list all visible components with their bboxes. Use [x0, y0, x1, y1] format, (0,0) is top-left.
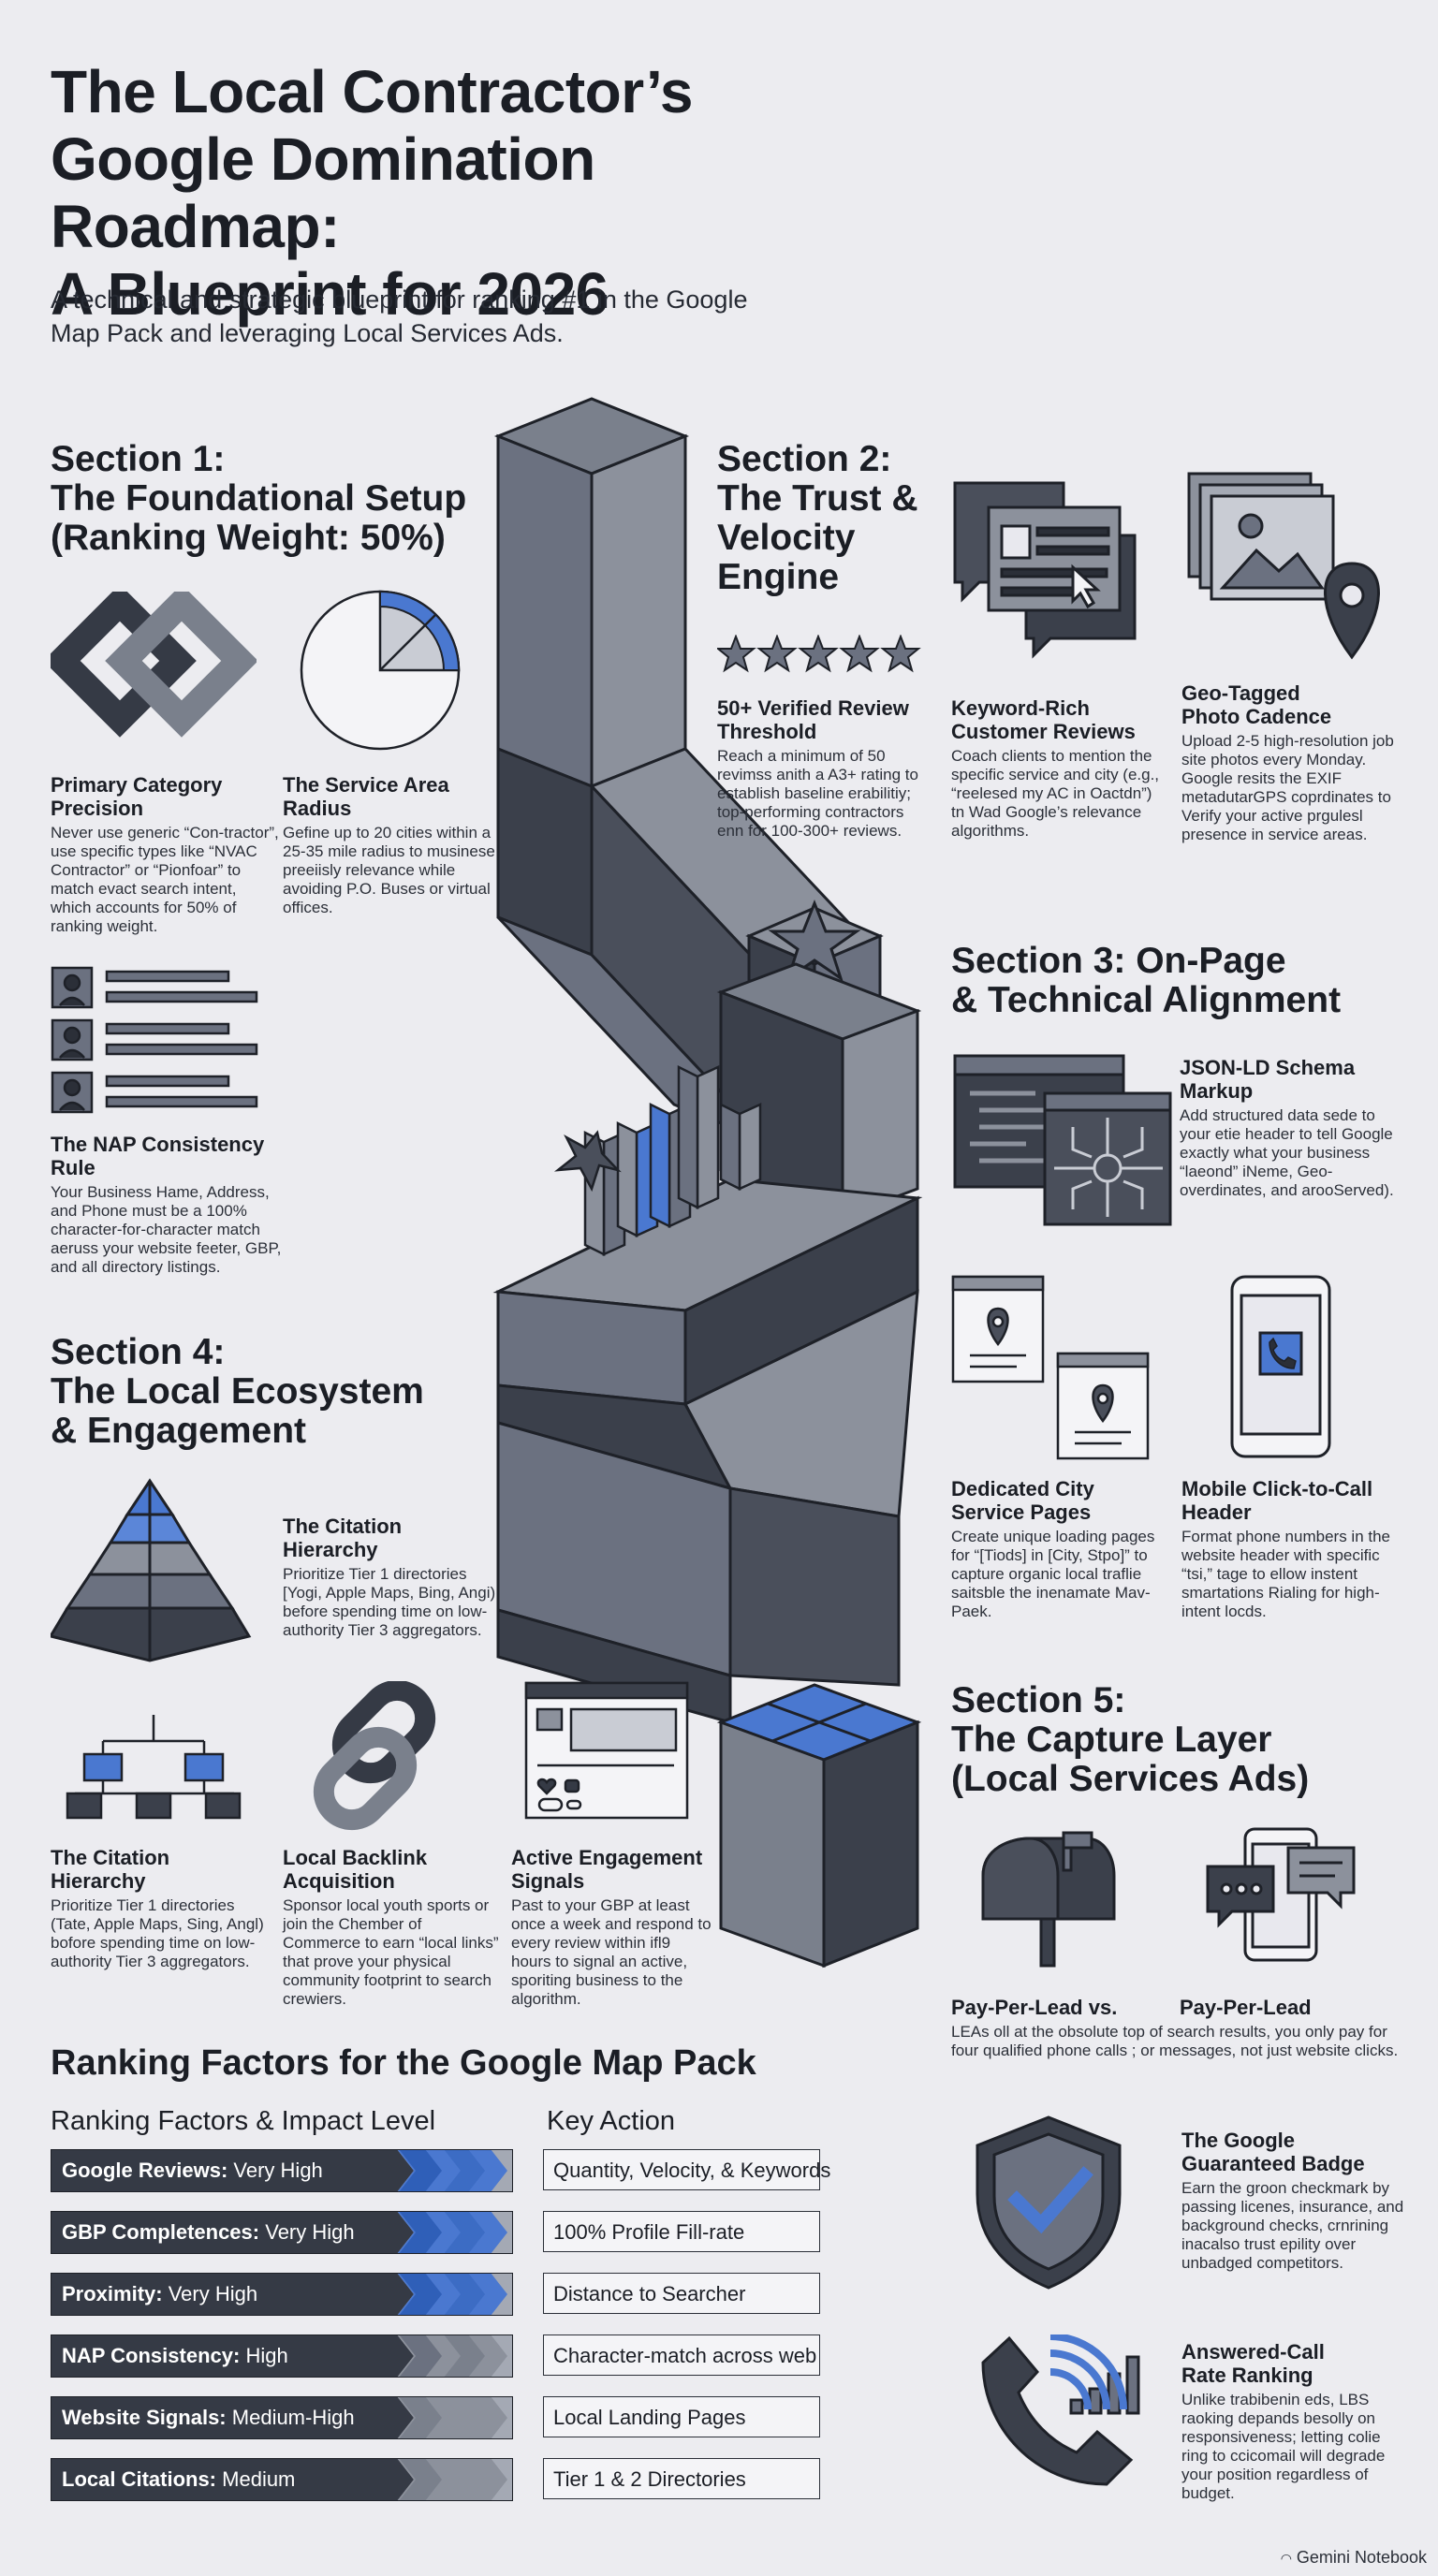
ranking-key-action: Character-match across web: [543, 2334, 820, 2376]
ranking-factor-level: High: [245, 2344, 288, 2367]
ranking-factor-level: Very High: [265, 2220, 355, 2244]
phone-signal-icon: [981, 2334, 1140, 2486]
mobile-phone-icon: [1230, 1275, 1331, 1458]
ranking-factor-name: Proximity:: [62, 2282, 163, 2305]
ranking-factor-level: Very High: [233, 2159, 323, 2182]
guaranteed-shield-icon: [976, 2115, 1122, 2290]
org-chart-icon: [66, 1715, 242, 1820]
ranking-factor-name: Local Citations:: [62, 2467, 217, 2491]
ranking-factor-label: GBP Completences: Very High: [62, 2211, 355, 2254]
chat-phone-icon: [1206, 1827, 1356, 1962]
ranking-factor-level: Medium-High: [231, 2406, 355, 2429]
page-title: The Local Contractor’s Google Domination…: [51, 58, 694, 328]
ranking-table-header-action: Key Action: [547, 2106, 676, 2136]
ranking-key-action: 100% Profile Fill-rate: [543, 2211, 820, 2252]
ranking-factor-label: Website Signals: Medium-High: [62, 2396, 355, 2439]
feature-pay-per-lead: Pay-Per-Lead vs. Pay-Per-Lead LEAs oll a…: [951, 1996, 1399, 2059]
nap-list-icon: [51, 966, 258, 1114]
section3-title: Section 3: On-Page & Technical Alignment: [951, 941, 1342, 1020]
ranking-key-action: Quantity, Velocity, & Keywords: [543, 2149, 830, 2190]
linked-diamonds-icon: [51, 592, 257, 738]
ranking-factor-name: GBP Completences:: [62, 2220, 260, 2244]
section2-title: Section 2: The Trust & Velocity Engine: [717, 439, 918, 597]
geo-tagged-photo-icon: [1187, 472, 1380, 660]
ranking-factor-name: NAP Consistency:: [62, 2344, 241, 2367]
ranking-key-action: Local Landing Pages: [543, 2396, 820, 2437]
section5-title: Section 5: The Capture Layer (Local Serv…: [951, 1680, 1310, 1799]
ranking-factor-level: Very High: [168, 2282, 258, 2305]
five-star-rating-icon: [717, 635, 921, 673]
ranking-factor-name: Website Signals:: [62, 2406, 227, 2429]
ranking-table-row: NAP Consistency: High Character-match acr…: [51, 2334, 822, 2378]
isometric-path-illustration: [492, 397, 923, 1969]
ranking-factor-level: Medium: [222, 2467, 296, 2491]
page-subtitle: A technical and strategic blueprint for …: [51, 285, 748, 347]
mailbox-icon: [981, 1831, 1116, 1968]
chain-link-icon: [313, 1681, 436, 1831]
ranking-key-action: Tier 1 & 2 Directories: [543, 2458, 820, 2499]
ranking-table-row: Website Signals: Medium-High Local Landin…: [51, 2396, 822, 2439]
ranking-key-action: Distance to Searcher: [543, 2273, 820, 2314]
code-schema-icon: [953, 1054, 1172, 1226]
ranking-table-title: Ranking Factors for the Google Map Pack: [51, 2043, 756, 2083]
pyramid-icon: [51, 1478, 252, 1662]
footer-brand: ◠ Gemini Notebook: [1280, 2548, 1427, 2567]
review-document-icon: [953, 481, 1137, 659]
engagement-window-icon: [524, 1681, 689, 1820]
ranking-table-row: Proximity: Very High Distance to Searcher: [51, 2273, 822, 2316]
ranking-factor-name: Google Reviews:: [62, 2159, 228, 2182]
ranking-table-row: GBP Completences: Very High 100% Profile …: [51, 2211, 822, 2254]
ranking-factor-label: Local Citations: Medium: [62, 2458, 295, 2501]
ranking-table-row: Local Citations: Medium Tier 1 & 2 Direct…: [51, 2458, 822, 2501]
section1-title: Section 1: The Foundational Setup (Ranki…: [51, 439, 467, 558]
brand-logo-icon: ◠: [1280, 2551, 1292, 2566]
ranking-factor-label: Google Reviews: Very High: [62, 2149, 323, 2192]
section4-title: Section 4: The Local Ecosystem & Engagem…: [51, 1332, 424, 1451]
ranking-factor-label: NAP Consistency: High: [62, 2334, 288, 2378]
city-pages-icon: [951, 1275, 1150, 1460]
pie-chart-icon: [300, 590, 461, 751]
ranking-table-row: Google Reviews: Very High Quantity, Veloc…: [51, 2149, 830, 2192]
ranking-factor-label: Proximity: Very High: [62, 2273, 257, 2316]
ranking-table-header-factors: Ranking Factors & Impact Level: [51, 2106, 436, 2136]
